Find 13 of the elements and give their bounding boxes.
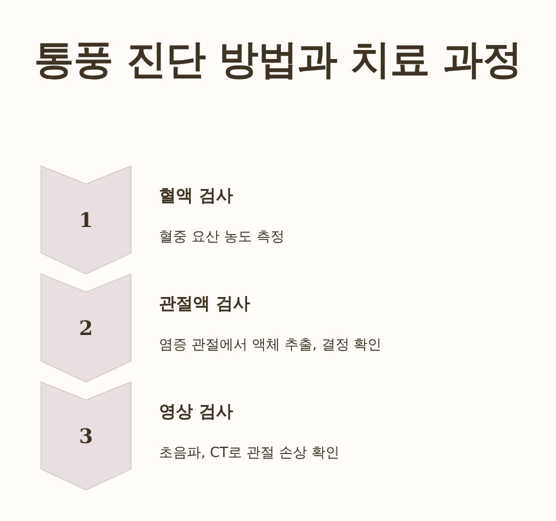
step-heading: 관절액 검사 bbox=[159, 293, 250, 315]
title: 통풍 진단 방법과 치료 과정 bbox=[32, 36, 524, 85]
chevron-shape bbox=[40, 165, 132, 275]
step-number: 2 bbox=[78, 315, 94, 341]
chevron-shape bbox=[40, 381, 132, 491]
step-heading: 혈액 검사 bbox=[159, 185, 233, 207]
step-description: 초음파, CT로 관절 손상 확인 bbox=[159, 444, 340, 463]
step-number: 3 bbox=[78, 423, 94, 449]
chevron-shape bbox=[40, 273, 132, 383]
step-number: 1 bbox=[78, 207, 94, 233]
step-description: 염증 관절에서 액체 추출, 결정 확인 bbox=[159, 336, 382, 355]
step-description: 혈중 요산 농도 측정 bbox=[159, 228, 284, 247]
step-heading: 영상 검사 bbox=[159, 401, 233, 423]
